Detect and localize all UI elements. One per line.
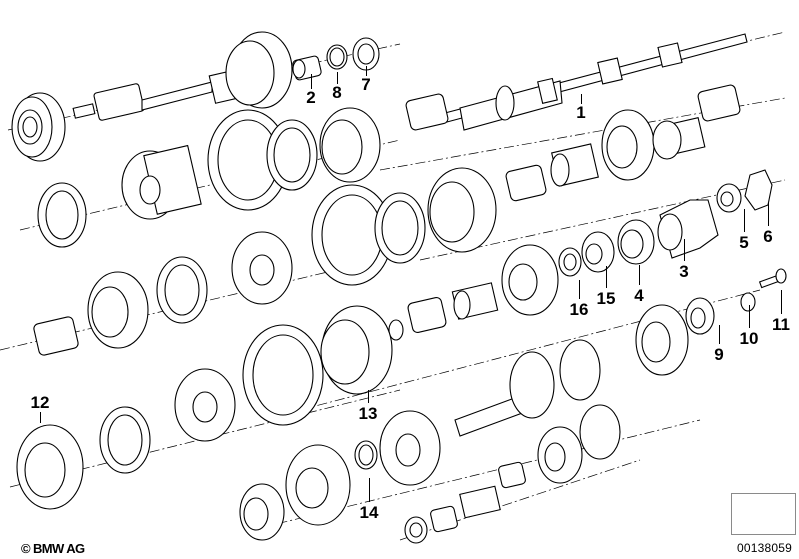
part-15-speedo-gear (581, 231, 615, 273)
callout-part-14[interactable]: 14 (359, 503, 379, 522)
callout-part-10[interactable]: 10 (739, 329, 759, 348)
washer-row6 (404, 516, 428, 544)
callout-part-9[interactable]: 9 (714, 345, 724, 364)
document-number: 00138059 (737, 541, 792, 555)
part-8-circlip (326, 44, 348, 70)
needle-bearing (407, 297, 447, 333)
sliding-sleeve-row3 (311, 184, 393, 286)
bushing (459, 485, 501, 519)
sliding-sleeve-row4 (242, 324, 324, 426)
callout-part-3[interactable]: 3 (679, 262, 689, 281)
ball-bearing-row3 (501, 244, 559, 316)
bushing-row2b (652, 117, 706, 160)
callout-part-15[interactable]: 15 (596, 289, 616, 308)
countershaft (454, 304, 689, 437)
callout-part-5[interactable]: 5 (739, 233, 749, 252)
callout-leader-line (749, 305, 750, 328)
callout-part-11[interactable]: 11 (772, 315, 790, 334)
synchro-ring-row3 (374, 192, 426, 264)
ball-bearing-row2 (601, 109, 655, 181)
callout-leader-line (579, 280, 580, 299)
callout-leader-line (368, 390, 369, 403)
copyright-label: © BMW AG (21, 541, 85, 556)
gear-row2-large (427, 167, 497, 253)
callout-leader-line (639, 265, 640, 285)
part-10-washer (740, 292, 756, 312)
needle-bearing (405, 93, 449, 131)
synchro-hub-row2 (121, 144, 202, 220)
gear-row3-left (87, 271, 149, 349)
needle-bearing (505, 164, 547, 202)
cluster-gears (537, 404, 621, 484)
part-12-gear (16, 424, 84, 510)
callout-leader-line (781, 290, 782, 314)
callout-part-12[interactable]: 12 (30, 393, 50, 412)
needle-bearing (33, 316, 79, 356)
callout-part-7[interactable]: 7 (361, 75, 371, 94)
needle-bearing (430, 505, 458, 533)
synchro-ring-left (37, 182, 87, 248)
callout-leader-line (684, 239, 685, 261)
callout-leader-line (606, 266, 607, 288)
synchro-hub-row3 (231, 231, 293, 305)
callout-leader-line (581, 94, 582, 104)
synchro-hub-row4 (174, 368, 236, 442)
callout-part-13[interactable]: 13 (358, 404, 378, 423)
callout-leader-line (719, 325, 720, 344)
synchro-ring-row3-left (156, 256, 208, 324)
callout-part-2[interactable]: 2 (306, 88, 316, 107)
callout-leader-line (369, 478, 370, 502)
gear-row5-right (379, 410, 441, 486)
gear-row2 (319, 107, 381, 183)
callout-part-16[interactable]: 16 (569, 300, 589, 319)
callout-part-8[interactable]: 8 (332, 83, 342, 102)
bearing-row5 (239, 483, 285, 541)
part-4-seal (617, 219, 655, 265)
part-14-circlip (354, 440, 378, 470)
washer (388, 319, 404, 341)
needle-bearing (697, 84, 741, 122)
callout-leader-line (40, 412, 41, 423)
callout-leader-line (311, 74, 312, 89)
part-2-needle-bearing (292, 55, 322, 81)
callout-part-4[interactable]: 4 (634, 286, 644, 305)
callout-leader-line (768, 203, 769, 226)
part-3-output-flange (657, 199, 719, 259)
needle-bearing (498, 461, 526, 489)
gear-row5 (285, 444, 351, 526)
callout-part-1[interactable]: 1 (576, 103, 586, 122)
callout-leader-line (744, 209, 745, 232)
callout-leader-line (337, 72, 338, 84)
callout-part-6[interactable]: 6 (763, 227, 773, 246)
callout-leader-line (366, 66, 367, 76)
part-16-washer (558, 247, 582, 277)
input-shaft-assembly (11, 31, 293, 162)
synchro-ring-row4 (99, 406, 151, 474)
part-5-nut (716, 183, 742, 213)
bushing-row2 (550, 143, 599, 187)
part-9-pinion (685, 297, 715, 335)
synchro-ring-row2 (266, 119, 318, 191)
bushing-row3 (451, 282, 499, 320)
part-11-bolt (758, 268, 787, 289)
catalog-logo-box (731, 493, 796, 535)
part-13-gear (320, 305, 393, 395)
part-1-mainshaft (444, 33, 748, 131)
